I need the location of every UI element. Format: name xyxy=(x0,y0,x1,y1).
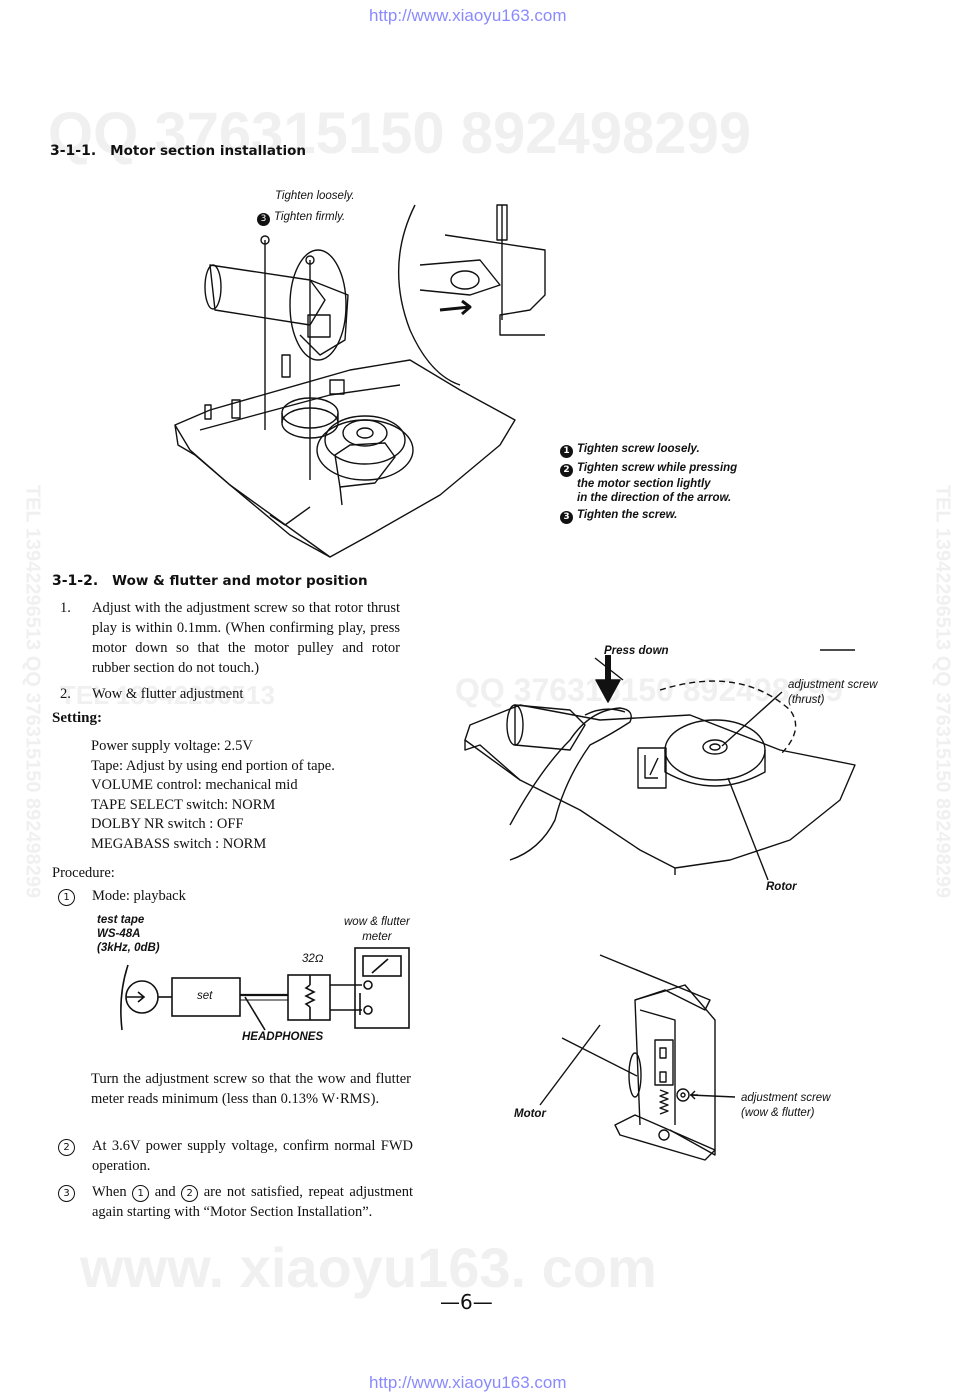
section-number: 3-1-1. xyxy=(50,143,97,159)
label-tighten-loosely: Tighten loosely. xyxy=(275,190,355,202)
press-down-label: Press down xyxy=(604,645,669,657)
setting-power: Power supply voltage: 2.5V xyxy=(91,738,253,754)
set-label: set xyxy=(197,990,213,1002)
procedure-step-3: 3 When 1 and 2 are not satisfied, repeat… xyxy=(58,1182,413,1242)
step-number-circle: 3 xyxy=(58,1185,75,1202)
turn-adjustment-paragraph: Turn the adjustment screw so that the wo… xyxy=(91,1071,411,1107)
wow-flutter-circuit-diagram xyxy=(120,947,410,1031)
section-heading-3-1-1: 3-1-1. Motor section installation xyxy=(50,143,306,159)
motor-adjustment-illustration xyxy=(539,954,736,1161)
setting-label: Setting: xyxy=(52,710,102,726)
list-item-1: 1. Adjust with the adjustment screw so t… xyxy=(60,600,400,676)
wow-flutter-meter-label: wow & flutter meter xyxy=(344,916,410,943)
headphones-label: HEADPHONES xyxy=(242,1031,324,1043)
procedure-label: Procedure: xyxy=(52,865,115,881)
watermark-side-right: TEL 13942296513 QQ 376315150 892498299 xyxy=(931,484,954,899)
step-number-badge: 3 xyxy=(257,213,270,226)
procedure-step-1: 1 Mode: playback xyxy=(58,886,398,906)
step-number-circle: 2 xyxy=(58,1139,75,1156)
procedure-step-2: 2 At 3.6V power supply voltage, confirm … xyxy=(58,1136,413,1176)
setting-tape: Tape: Adjust by using end portion of tap… xyxy=(91,757,335,774)
settings-list: Power supply voltage: 2.5V Tape: Adjust … xyxy=(91,737,335,855)
step-reference-circle: 2 xyxy=(181,1185,199,1202)
motor-label: Motor xyxy=(514,1108,546,1120)
watermark-left: TEL 13942296513 xyxy=(60,680,275,710)
section-heading-3-1-2: 3-1-2. Wow & flutter and motor position xyxy=(52,573,368,589)
adjustment-screw-wow-flutter-label: adjustment screw (wow & flutter) xyxy=(741,1092,831,1119)
watermark-bottom: www. xiaoyu163. com xyxy=(80,1236,657,1299)
list-item-2: 2. Wow & flutter adjustment xyxy=(60,686,244,702)
setting-dolby: DOLBY NR switch : OFF xyxy=(91,816,244,833)
footer-url[interactable]: http://www.xiaoyu163.com xyxy=(369,1373,567,1392)
page-number: —6— xyxy=(440,1290,493,1314)
rotor-label: Rotor xyxy=(766,881,797,893)
adjustment-screw-thrust-label: adjustment screw (thrust) xyxy=(788,679,878,706)
resistor-label: 32Ω xyxy=(302,953,324,965)
section-title: Wow & flutter and motor position xyxy=(112,573,368,589)
watermark-top: QQ 376315150 892498299 xyxy=(48,101,752,166)
step-reference-circle: 1 xyxy=(132,1185,150,1202)
watermark-middle: QQ 376315150 892498299 xyxy=(455,672,843,708)
header-url[interactable]: http://www.xiaoyu163.com xyxy=(369,6,567,25)
section-title: Motor section installation xyxy=(110,143,306,159)
test-tape-label: test tape WS-48A (3kHz, 0dB) xyxy=(97,914,160,954)
setting-megabass: MEGABASS switch : NORM xyxy=(91,835,267,852)
motor-installation-illustration xyxy=(174,204,546,558)
section-number: 3-1-2. xyxy=(52,573,99,589)
rotor-thrust-illustration xyxy=(464,649,856,881)
setting-volume: VOLUME control: mechanical mid xyxy=(91,777,298,794)
watermark-side-left: TEL 13942296513 QQ 376315150 892498299 xyxy=(21,484,44,899)
setting-tape-select: TAPE SELECT switch: NORM xyxy=(91,796,276,813)
step-number-circle: 1 xyxy=(58,889,75,906)
